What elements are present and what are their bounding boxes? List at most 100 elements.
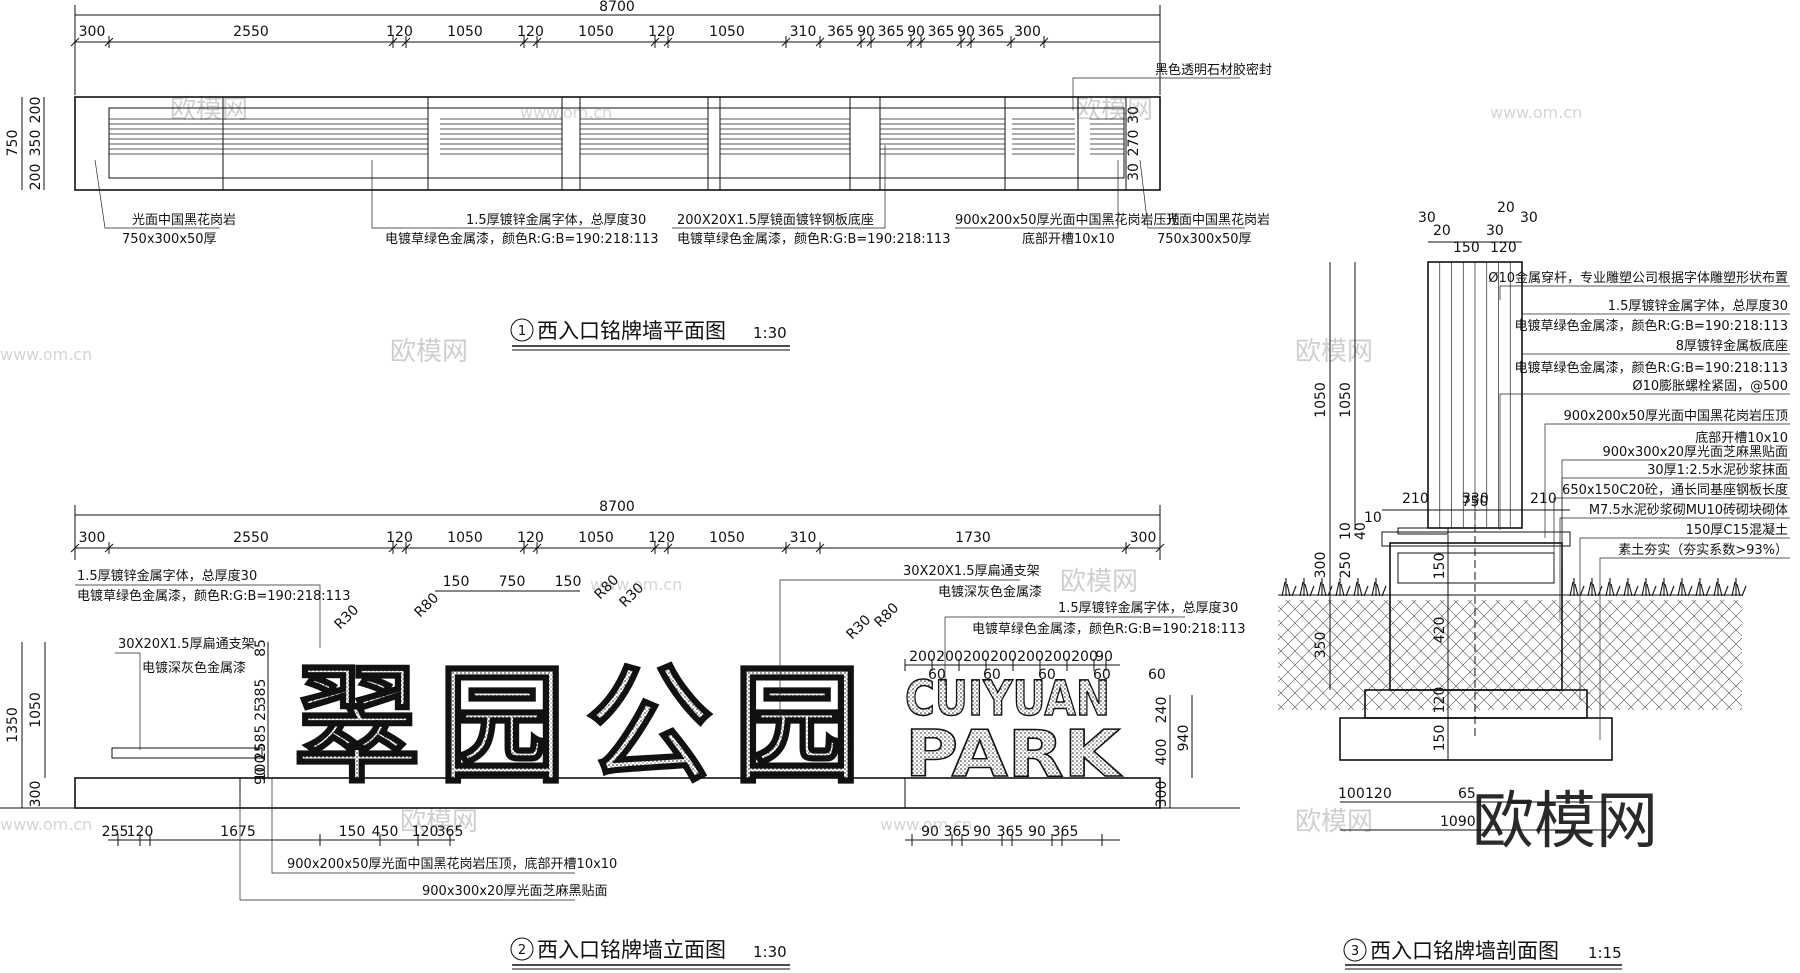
dim-tick-slash — [388, 543, 398, 553]
radius-label: R80 — [412, 590, 443, 621]
elev-note: 30X20X1.5厚扁通支架 — [903, 564, 1040, 579]
sign-english-line2: PARK — [905, 718, 1123, 792]
steel-base-plate — [1397, 527, 1449, 535]
dim-overall: 8700 — [599, 0, 635, 15]
leader-line — [1559, 517, 1790, 620]
dim: 20 — [1497, 200, 1515, 216]
dim-label: 255 — [102, 824, 129, 840]
plan-note: 黑色透明石材胶密封 — [1155, 62, 1272, 78]
dim-label: 365 — [944, 824, 971, 840]
dim-tick-slash — [1039, 37, 1049, 47]
dim-label: 120 — [648, 530, 675, 546]
dim-label: 85 — [253, 639, 269, 657]
grass-symbol — [1371, 578, 1387, 597]
dim: 10 — [1338, 522, 1354, 540]
dim-label: 310 — [790, 24, 817, 40]
dim-tick-slash — [104, 37, 114, 47]
title-marker — [510, 318, 534, 342]
dim: 270 — [1126, 130, 1142, 157]
plan-note: 底部开槽10x10 — [1022, 231, 1115, 247]
dim: 30 — [1418, 210, 1436, 226]
leader-line — [1139, 159, 1245, 229]
dim-label: 60 — [983, 667, 1001, 683]
elev-title: 西入口铭牌墙立面图 — [537, 938, 726, 962]
dim-tick-slash — [866, 37, 876, 47]
dim-tick-slash — [532, 543, 542, 553]
dim-label: 365 — [928, 24, 955, 40]
watermarks: 欧模网 欧模网 欧模网 欧模网 欧模网 欧模网 欧模网 www.om.cn ww… — [0, 95, 1658, 857]
dim: 420 — [1432, 617, 1448, 644]
dim-label: 300 — [1130, 530, 1157, 546]
title-number: 3 — [1351, 944, 1359, 959]
plan-scale: 1:30 — [753, 324, 787, 342]
dim-label: 200 — [1017, 649, 1044, 665]
leader-line — [1579, 537, 1790, 700]
dim-tick-slash — [956, 37, 966, 47]
leader-line — [955, 160, 1119, 229]
dim-label: 365 — [827, 24, 854, 40]
watermark-url: www.om.cn — [0, 815, 92, 834]
plan-letter-stripes — [109, 118, 1124, 155]
dim: 30 — [1486, 223, 1504, 239]
dim-tick-slash — [388, 37, 398, 47]
grass-symbol — [1335, 578, 1351, 597]
dim-label: 1050 — [578, 530, 614, 546]
watermark-url: www.om.cn — [880, 815, 972, 834]
dim: 200 — [28, 164, 44, 191]
dim-tick-slash — [815, 37, 825, 47]
dim-label: 120 — [386, 530, 413, 546]
dim-label: 1050 — [447, 24, 483, 40]
dim-label: 365 — [997, 824, 1024, 840]
dim-tick-slash — [650, 37, 660, 47]
dim-label: 385 — [253, 679, 269, 706]
dim-label: 90 — [907, 24, 925, 40]
watermark-url: www.om.cn — [1490, 103, 1582, 122]
grass-symbol — [1299, 578, 1315, 597]
dim: 100 — [1338, 786, 1365, 802]
sign-char: 园 — [733, 652, 861, 801]
dim: 150 — [1453, 240, 1480, 256]
dim-label: 300 — [79, 24, 106, 40]
dim: 750 — [499, 574, 526, 590]
dim-tick-slash — [104, 543, 114, 553]
dim-label: 120 — [127, 824, 154, 840]
dim: 1090 — [1440, 814, 1476, 830]
support-bar — [111, 747, 263, 759]
section-note: 1.5厚镀锌金属字体，总厚度30 — [1608, 298, 1788, 314]
dim-label: 365 — [878, 24, 905, 40]
dim-label: 90 — [1028, 824, 1046, 840]
section-note: 电镀草绿色金属漆，颜色R:G:B=190:218:113 — [1515, 360, 1788, 376]
leader-line — [271, 778, 575, 874]
section-note: 底部开槽10x10 — [1695, 430, 1788, 446]
title-number: 2 — [518, 943, 526, 958]
dim-label: 200 — [1044, 649, 1071, 665]
dim-label: 200 — [990, 649, 1017, 665]
dim: 150 — [443, 574, 470, 590]
dim: 10 — [1364, 510, 1382, 526]
dim-label: 310 — [790, 530, 817, 546]
dim-label: 2550 — [233, 24, 269, 40]
leader-line — [1499, 285, 1790, 300]
section-note: 650x150C20砼，通长同基座钢板长度 — [1562, 482, 1788, 498]
dim-label: 120 — [648, 24, 675, 40]
dim-label: 300 — [1014, 24, 1041, 40]
dim-tick-slash — [663, 543, 673, 553]
dim-label: 60 — [928, 667, 946, 683]
dim-label: 90 — [857, 24, 875, 40]
leader-line — [1544, 423, 1790, 538]
c20-concrete-beam — [1397, 552, 1555, 584]
dim-label: 365 — [978, 24, 1005, 40]
section-note: 900x200x50厚光面中国黑花岗岩压顶 — [1563, 408, 1788, 424]
grass-symbol — [1587, 578, 1603, 597]
grass-symbol — [1713, 578, 1729, 597]
dim-tick-slash — [401, 543, 411, 553]
dim-label: 200 — [1071, 649, 1098, 665]
plan-note: 750x300x50厚 — [122, 232, 217, 247]
leader-line — [1072, 77, 1240, 110]
plan-note: 电镀草绿色金属漆，颜色R:G:B=190:218:113 — [677, 231, 950, 247]
plan-note: 750x300x50厚 — [1157, 232, 1252, 247]
dim-label: 60 — [1093, 667, 1111, 683]
watermark-url: www.om.cn — [0, 345, 92, 364]
